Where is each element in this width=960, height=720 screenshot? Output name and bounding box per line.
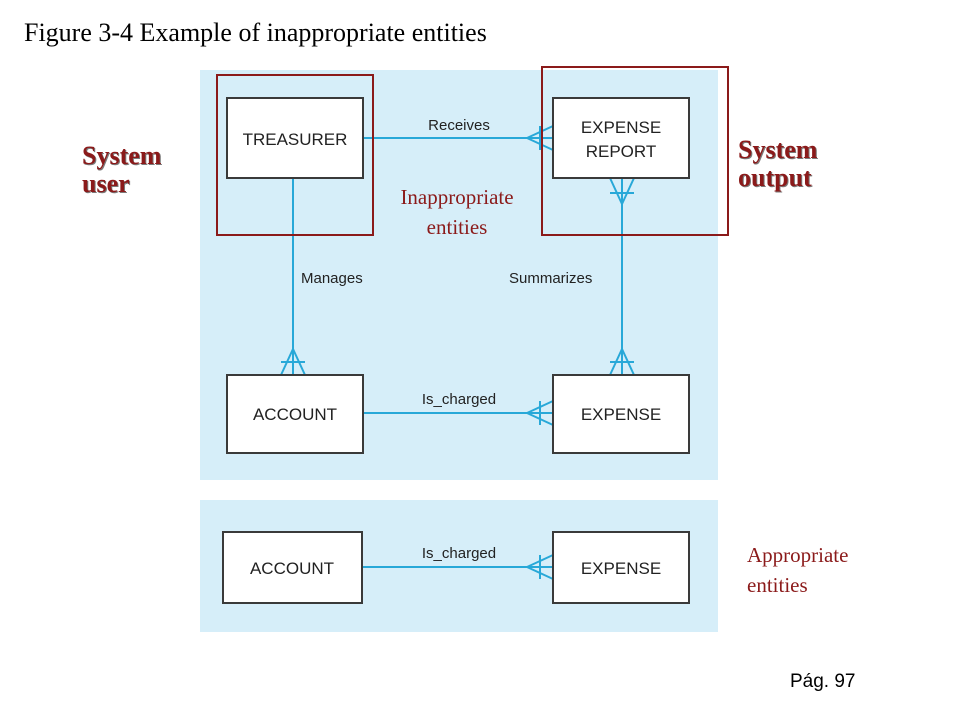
relationship-summarizes-label: Summarizes bbox=[509, 270, 592, 287]
entity-account-bottom: ACCOUNT bbox=[222, 531, 363, 604]
system-user-callout: System user bbox=[82, 142, 161, 198]
entity-expense-bottom: EXPENSE bbox=[552, 531, 690, 604]
entity-expense-report: EXPENSE REPORT bbox=[552, 97, 690, 179]
page-number: Pág. 97 bbox=[790, 671, 856, 692]
relationship-is-charged-bottom bbox=[362, 554, 554, 580]
system-output-callout-line1: System bbox=[738, 135, 818, 164]
system-output-callout: System output bbox=[738, 136, 817, 192]
relationship-receives bbox=[363, 125, 554, 151]
figure-title: Figure 3-4 Example of inappropriate enti… bbox=[24, 18, 487, 47]
entity-expense-top-label: EXPENSE bbox=[581, 405, 661, 424]
relationship-is-charged-bottom-label: Is_charged bbox=[422, 545, 496, 562]
relationship-receives-label: Receives bbox=[428, 117, 490, 134]
inappropriate-entities-note-line2: entities bbox=[426, 215, 488, 239]
system-user-highlight-box bbox=[216, 74, 374, 236]
entity-treasurer: TREASURER bbox=[226, 97, 364, 179]
relationship-is-charged-top-label: Is_charged bbox=[422, 391, 496, 408]
relationship-summarizes bbox=[609, 177, 635, 376]
relationship-is-charged-top bbox=[363, 400, 554, 426]
relationship-manages-label: Manages bbox=[301, 270, 363, 287]
entity-expense-report-label-line1: EXPENSE bbox=[581, 118, 661, 137]
inappropriate-entities-note-line1: Inappropriate bbox=[400, 185, 514, 209]
appropriate-entities-note: Appropriate entities bbox=[747, 540, 848, 600]
system-user-callout-line1: System bbox=[82, 141, 162, 170]
entity-treasurer-label: TREASURER bbox=[243, 130, 348, 149]
entity-account-bottom-label: ACCOUNT bbox=[250, 559, 334, 578]
system-user-callout-line2: user bbox=[82, 169, 130, 198]
inappropriate-entities-note: Inappropriate entities bbox=[372, 182, 542, 242]
entity-account-top-label: ACCOUNT bbox=[253, 405, 337, 424]
appropriate-entities-note-line2: entities bbox=[747, 573, 808, 597]
entity-expense-bottom-label: EXPENSE bbox=[581, 559, 661, 578]
system-output-highlight-box bbox=[541, 66, 729, 236]
system-output-callout-line2: output bbox=[738, 163, 812, 192]
entity-expense-top: EXPENSE bbox=[552, 374, 690, 454]
relationship-manages bbox=[280, 178, 306, 376]
entity-account-top: ACCOUNT bbox=[226, 374, 364, 454]
appropriate-entities-note-line1: Appropriate bbox=[747, 543, 849, 567]
entity-expense-report-label-line2: REPORT bbox=[586, 142, 657, 161]
